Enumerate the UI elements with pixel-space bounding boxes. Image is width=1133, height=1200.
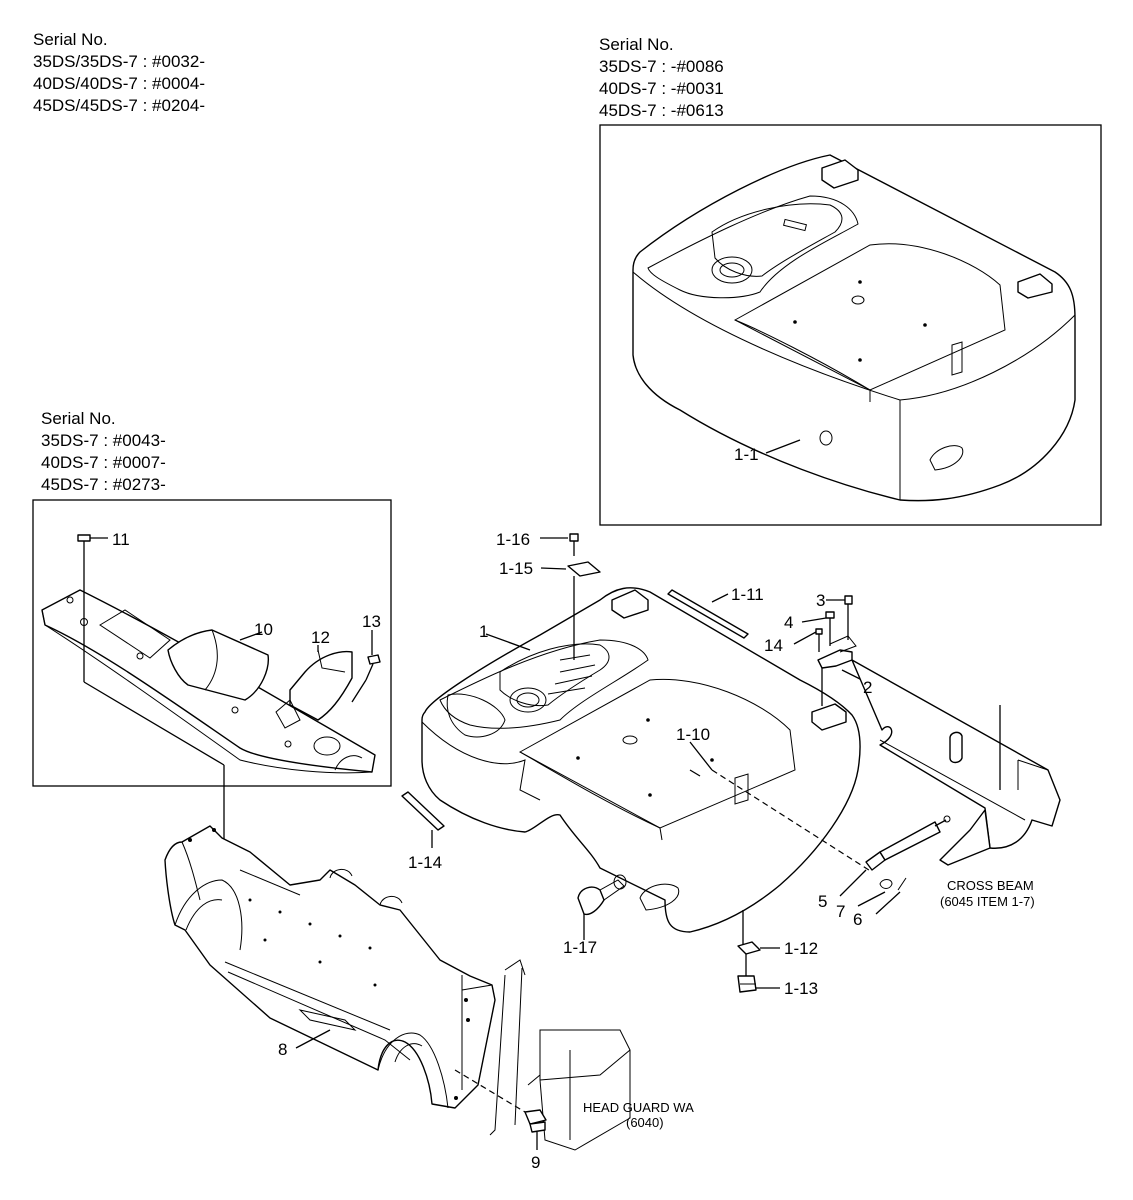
washer-1-12	[737, 941, 761, 955]
callout-3: 3	[816, 591, 825, 610]
callout-9: 9	[531, 1153, 540, 1172]
cover-bracket-assembly	[41, 589, 376, 774]
callout-11: 11	[112, 530, 130, 549]
callout-4: 4	[784, 613, 793, 632]
callout-6: 6	[853, 910, 862, 929]
serial-line: 45DS-7 : -#0613	[599, 101, 724, 120]
knob-1-17	[577, 879, 625, 916]
serial-line: 40DS-7 : #0007-	[41, 453, 166, 472]
gas-spring-5	[865, 815, 951, 871]
bolt-1-13	[737, 975, 757, 993]
bolt-11	[77, 534, 91, 560]
serial-title: Serial No.	[41, 409, 116, 428]
serial-line: 40DS-7 : -#0031	[599, 79, 724, 98]
callout-1-11: 1-11	[731, 585, 764, 604]
note-head-guard-ref: (6040)	[626, 1115, 664, 1130]
serial-title: Serial No.	[599, 35, 674, 54]
callout-1-13: 1-13	[784, 979, 818, 998]
strip-1-11	[667, 589, 749, 639]
cross-beam	[851, 659, 1061, 866]
serial-line: 35DS-7 : -#0086	[599, 57, 724, 76]
callout-8: 8	[278, 1040, 287, 1059]
callout-1-1: 1-1	[734, 445, 759, 464]
callout-1: 1	[479, 622, 488, 641]
note-cross-beam: CROSS BEAM	[947, 878, 1034, 893]
rod-1-14	[401, 791, 445, 831]
head-guard	[489, 959, 631, 1151]
hood-old-1-1	[632, 154, 1076, 502]
callout-7: 7	[836, 902, 845, 921]
serial-line: 40DS/40DS-7 : #0004-	[33, 74, 205, 93]
callout-1-10: 1-10	[676, 725, 710, 744]
serial-line: 45DS/45DS-7 : #0204-	[33, 96, 205, 115]
bolt-13	[365, 654, 381, 681]
bolt-9	[524, 1109, 547, 1133]
detail-frame-1-1	[599, 124, 1102, 526]
callout-1-15: 1-15	[499, 559, 533, 578]
hinge-2	[817, 635, 857, 669]
callout-12: 12	[311, 628, 330, 647]
callout-1-12: 1-12	[784, 939, 818, 958]
callout-13: 13	[362, 612, 381, 631]
serial-line: 35DS-7 : #0043-	[41, 431, 166, 450]
serial-block-detail-cover: Serial No. 35DS-7 : #0043- 40DS-7 : #000…	[41, 408, 166, 496]
callout-2: 2	[863, 678, 872, 697]
note-head-guard: HEAD GUARD WA	[583, 1100, 694, 1115]
callout-10: 10	[254, 620, 273, 639]
serial-block-detail-1-1: Serial No. 35DS-7 : -#0086 40DS-7 : -#00…	[599, 34, 724, 122]
bolt-1-16	[569, 533, 579, 556]
serial-line: 35DS/35DS-7 : #0032-	[33, 52, 205, 71]
serial-line: 45DS-7 : #0273-	[41, 475, 166, 494]
detail-frame-cover	[32, 499, 392, 787]
callout-14: 14	[764, 636, 783, 655]
note-cross-beam-ref: (6045 ITEM 1-7)	[940, 894, 1035, 909]
serial-title: Serial No.	[33, 30, 108, 49]
front-panel-8	[164, 825, 496, 1109]
hood-1	[421, 587, 861, 933]
serial-block-main: Serial No. 35DS/35DS-7 : #0032- 40DS/40D…	[33, 29, 205, 117]
plate-1-15	[567, 561, 601, 577]
callout-1-17: 1-17	[563, 938, 597, 957]
callout-1-14: 1-14	[408, 853, 442, 872]
callout-5: 5	[818, 892, 827, 911]
callout-1-16: 1-16	[496, 530, 530, 549]
